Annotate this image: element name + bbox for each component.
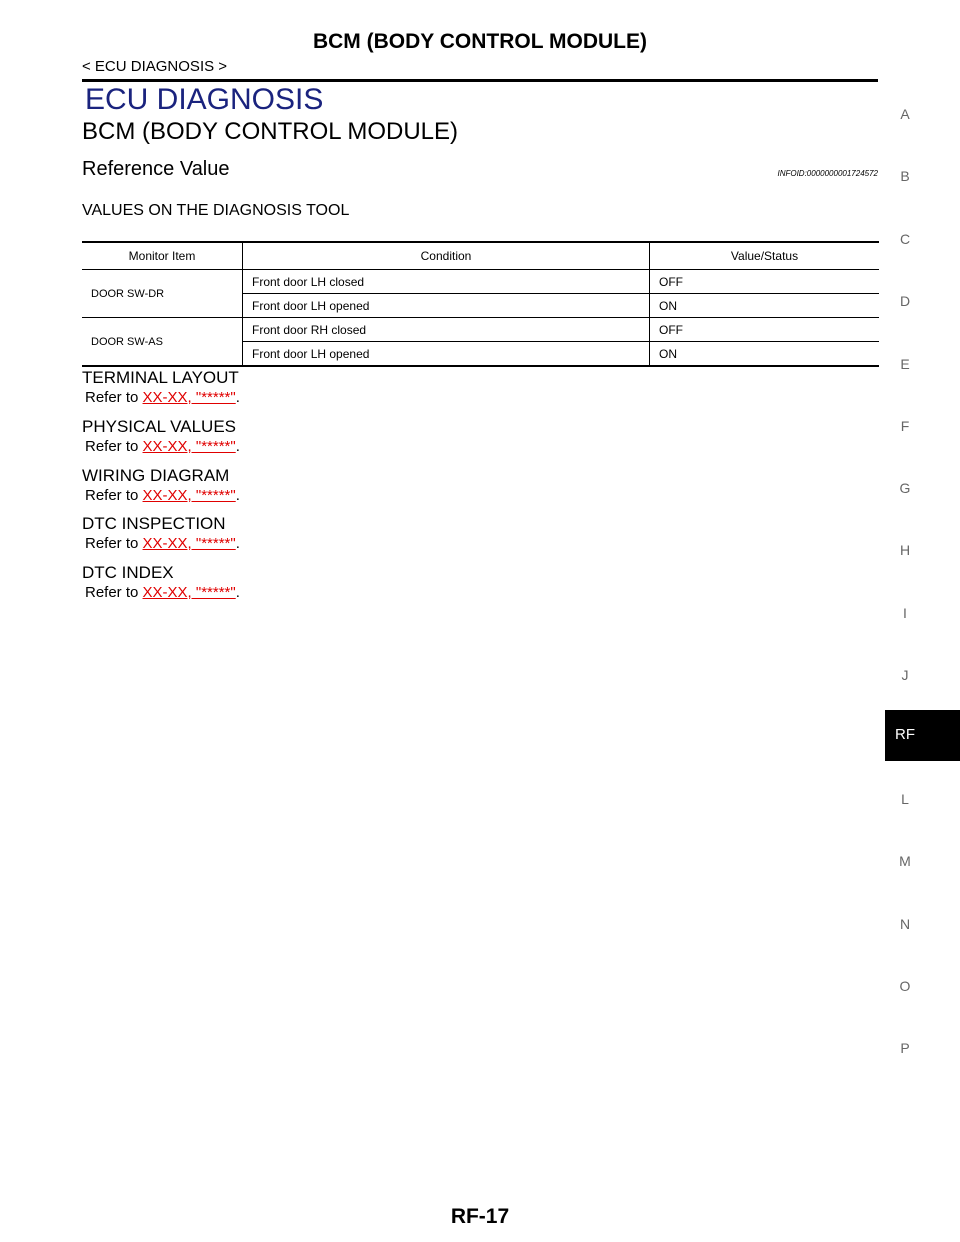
ref-prefix: Refer to [85,438,143,455]
table-row: DOOR SW-DR Front door LH closed OFF [82,269,879,318]
side-tab-d[interactable]: D [899,293,911,309]
reference-link[interactable]: XX-XX, "*****" [142,438,236,455]
wiring-diagram-block: WIRING DIAGRAM Refer to XX-XX, "*****". [82,466,240,504]
page-header-title: BCM (BODY CONTROL MODULE) [312,30,648,53]
ref-suffix: . [235,584,240,601]
ref-suffix: . [235,389,240,406]
block-title: TERMINAL LAYOUT [82,368,239,387]
block-title: DTC INDEX [82,563,174,582]
side-tab-f[interactable]: F [900,418,910,434]
ref-suffix: . [235,535,240,552]
value-cell: ON [649,341,879,367]
physical-values-block: PHYSICAL VALUES Refer to XX-XX, "*****". [82,417,240,455]
monitor-item-cell: DOOR SW-DR [82,269,243,318]
value-cell: OFF [649,317,879,342]
table-row: Front door LH opened ON [82,341,879,367]
section-title: ECU DIAGNOSIS [85,83,324,116]
values-table: Monitor Item Condition Value/Status DOOR… [82,241,879,367]
reference-heading: Reference Value [82,158,230,180]
active-tab-label: RF [895,726,915,743]
condition-cell: Front door LH opened [242,341,650,367]
block-reference: Refer to XX-XX, "*****". [85,487,240,504]
block-title: PHYSICAL VALUES [82,417,237,436]
reference-link[interactable]: XX-XX, "*****" [142,535,236,552]
column-header: Condition [242,241,650,270]
dtc-inspection-block: DTC INSPECTION Refer to XX-XX, "*****". [82,514,240,552]
value-cell: ON [649,293,879,318]
side-tab-a[interactable]: A [900,106,910,122]
side-tab-p[interactable]: P [900,1040,910,1056]
side-tab-rf-active[interactable]: RF [885,710,960,761]
block-title: WIRING DIAGRAM [82,466,230,485]
block-reference: Refer to XX-XX, "*****". [85,438,240,455]
side-tab-o[interactable]: O [899,978,911,994]
block-reference: Refer to XX-XX, "*****". [85,535,240,552]
side-tab-n[interactable]: N [899,916,911,932]
breadcrumb: < ECU DIAGNOSIS > [82,58,228,75]
side-tab-l[interactable]: L [901,791,909,807]
ref-prefix: Refer to [85,584,143,601]
side-tab-i[interactable]: I [903,605,907,621]
side-tab-h[interactable]: H [899,542,911,558]
ref-prefix: Refer to [85,535,143,552]
ref-suffix: . [235,487,240,504]
side-tab-e[interactable]: E [900,356,910,372]
header-divider [82,79,878,82]
ref-suffix: . [235,438,240,455]
ref-prefix: Refer to [85,389,143,406]
side-tab-b[interactable]: B [900,168,910,184]
page-number: RF-17 [450,1205,510,1228]
condition-cell: Front door RH closed [242,317,650,342]
column-header: Monitor Item [82,241,243,270]
side-tab-c[interactable]: C [899,231,911,247]
ref-prefix: Refer to [85,487,143,504]
reference-link[interactable]: XX-XX, "*****" [142,389,236,406]
reference-link[interactable]: XX-XX, "*****" [142,584,236,601]
terminal-layout-block: TERMINAL LAYOUT Refer to XX-XX, "*****". [82,368,240,406]
column-header: Value/Status [649,241,879,270]
table-row: DOOR SW-AS Front door RH closed OFF [82,317,879,367]
block-reference: Refer to XX-XX, "*****". [85,389,240,406]
block-title: DTC INSPECTION [82,514,226,533]
subsection-title: BCM (BODY CONTROL MODULE) [82,118,459,145]
info-id: INFOID:0000000001724572 [777,169,878,178]
table-row: Front door LH opened ON [82,293,879,318]
block-reference: Refer to XX-XX, "*****". [85,584,240,601]
condition-cell: Front door LH opened [242,293,650,318]
reference-link[interactable]: XX-XX, "*****" [142,487,236,504]
diagnosis-tool-heading: VALUES ON THE DIAGNOSIS TOOL [82,202,350,219]
side-tab-g[interactable]: G [899,480,911,496]
monitor-item-cell: DOOR SW-AS [82,317,243,367]
side-tab-m[interactable]: M [899,853,911,869]
table-header-row: Monitor Item Condition Value/Status [82,241,879,270]
condition-cell: Front door LH closed [242,269,650,294]
side-tab-j[interactable]: J [901,667,909,683]
value-cell: OFF [649,269,879,294]
dtc-index-block: DTC INDEX Refer to XX-XX, "*****". [82,563,240,601]
